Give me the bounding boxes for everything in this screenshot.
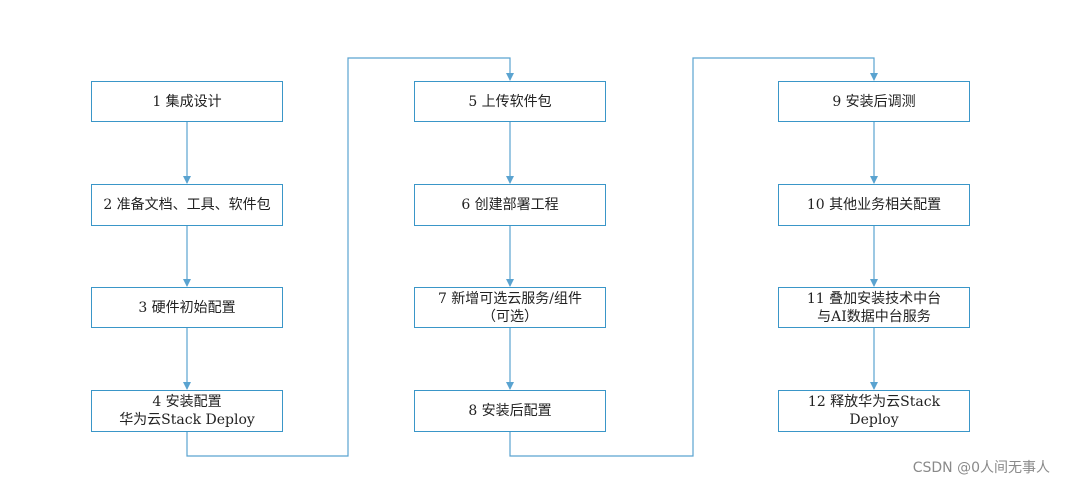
step-9-post-install-test: 9 安装后调测 xyxy=(778,81,970,122)
step-1-integration-design: 1 集成设计 xyxy=(91,81,283,122)
step-8-post-install-config: 8 安装后配置 xyxy=(414,390,606,432)
step-4-install-deploy: 4 安装配置 华为云Stack Deploy xyxy=(91,390,283,432)
step-2-prepare-docs-tools: 2 准备文档、工具、软件包 xyxy=(91,184,283,226)
step-6-create-project: 6 创建部署工程 xyxy=(414,184,606,226)
arrow-8-to-9 xyxy=(509,57,878,457)
step-10-other-business-config: 10 其他业务相关配置 xyxy=(778,184,970,226)
watermark: CSDN @0人间无事人 xyxy=(912,460,1050,476)
step-7-optional-services: 7 新增可选云服务/组件 （可选） xyxy=(414,287,606,328)
step-12-release-deploy: 12 释放华为云Stack Deploy xyxy=(778,390,970,432)
step-5-upload-packages: 5 上传软件包 xyxy=(414,81,606,122)
step-11-overlay-middleware: 11 叠加安装技术中台 与AI数据中台服务 xyxy=(778,287,970,328)
arrow-4-to-5 xyxy=(186,57,514,457)
step-3-hardware-init-config: 3 硬件初始配置 xyxy=(91,287,283,328)
